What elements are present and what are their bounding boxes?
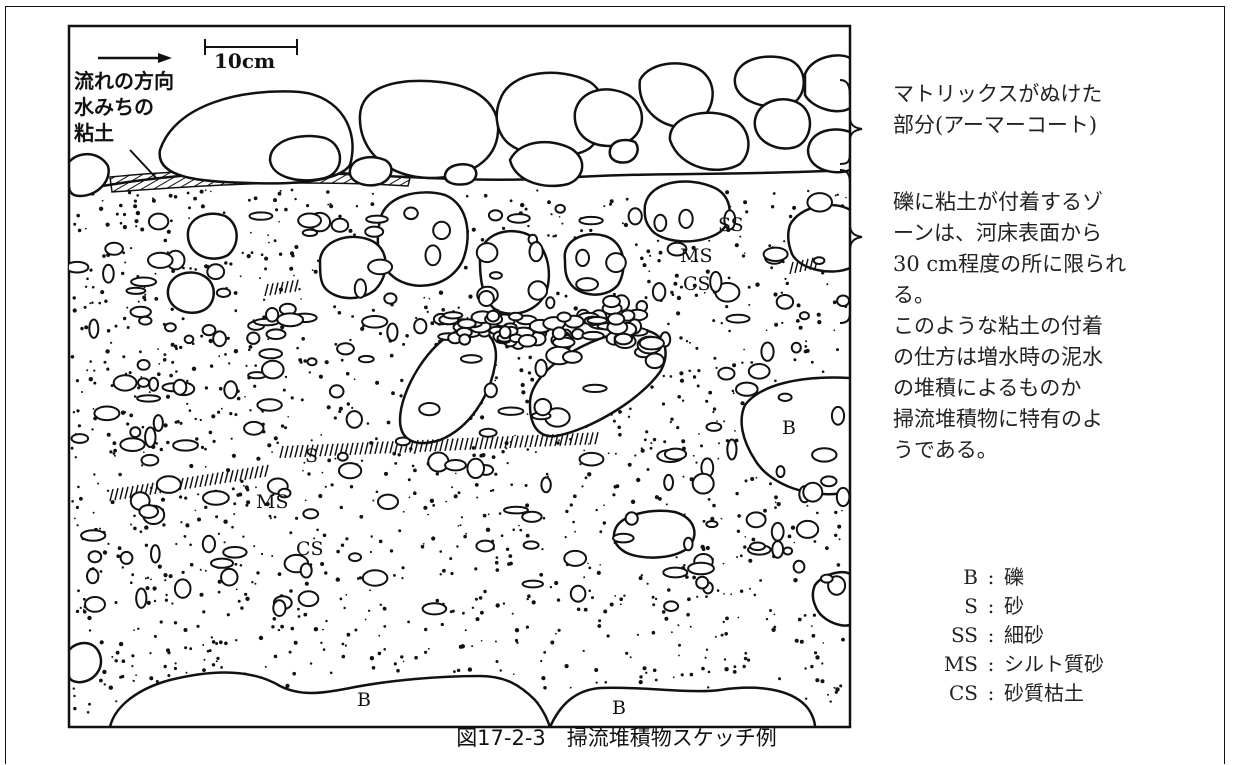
label-ms-upper: MS bbox=[680, 245, 712, 267]
annotation-line: うである。 bbox=[893, 438, 998, 462]
scale-label: 10cm bbox=[214, 49, 275, 73]
annotation-line: 掃流堆積物に特有のよ bbox=[893, 407, 1103, 431]
label-cs-upper: CS bbox=[683, 273, 711, 295]
armor-coat-boulders bbox=[69, 54, 850, 198]
flow-direction-label: 流れの方向 bbox=[74, 69, 174, 93]
bottom-boulders bbox=[108, 671, 817, 727]
annotation-line: る。 bbox=[893, 283, 935, 307]
armor-coat-brace bbox=[839, 79, 863, 165]
annotation-line: の仕方は増水時の泥水 bbox=[893, 345, 1103, 369]
legend-code: B bbox=[963, 565, 978, 589]
clay-zone-brace bbox=[839, 169, 863, 324]
legend-desc: 細砂 bbox=[1004, 623, 1044, 647]
annotation-line: 30 cm程度の所に限られ bbox=[893, 252, 1127, 276]
pebble-band bbox=[69, 192, 850, 617]
label-b-bottom-left: B bbox=[357, 689, 371, 711]
legend-code: MS bbox=[943, 652, 978, 676]
annotation-line: 礫に粘土が付着するゾ bbox=[893, 190, 1103, 214]
legend-row: B:礫 bbox=[930, 563, 1104, 592]
annotation-line: このような粘土の付着 bbox=[893, 314, 1103, 338]
figure-frame bbox=[5, 6, 1225, 764]
label-s: S bbox=[305, 445, 318, 467]
label-ms-lower: MS bbox=[256, 491, 288, 513]
legend-row: MS:シルト質砂 bbox=[930, 650, 1104, 679]
legend: B:礫 S:砂 SS:細砂 MS:シルト質砂 CS:砂質枯土 bbox=[930, 563, 1104, 708]
legend-code: S bbox=[964, 594, 978, 618]
clay-zone-annotation: 礫に粘土が付着するゾ ーンは、河床表面から 30 cm程度の所に限られ る。 こ… bbox=[893, 187, 1126, 466]
clay-label-line2: 粘土 bbox=[74, 121, 114, 145]
legend-desc: シルト質砂 bbox=[1004, 652, 1104, 676]
label-b-bottom-right: B bbox=[612, 697, 626, 719]
figure-caption: 図17-2-3 掃流堆積物スケッチ例 bbox=[456, 726, 777, 750]
armor-coat-annotation: マトリックスがぬけた 部分(アーマーコート) bbox=[893, 79, 1102, 141]
fine-sand-streaks bbox=[109, 256, 819, 502]
label-b-right: B bbox=[782, 417, 796, 439]
legend-row: CS:砂質枯土 bbox=[930, 679, 1104, 708]
annotation-line: マトリックスがぬけた bbox=[893, 82, 1103, 106]
clay-label-line1: 水みちの bbox=[74, 95, 154, 119]
annotation-line: ーンは、河床表面から bbox=[893, 221, 1102, 245]
label-cs-lower: CS bbox=[296, 538, 324, 560]
clay-leader-line bbox=[129, 149, 159, 181]
legend-desc: 礫 bbox=[1004, 565, 1024, 589]
legend-desc: 砂質枯土 bbox=[1004, 681, 1084, 705]
legend-code: SS bbox=[950, 623, 978, 647]
legend-row: S:砂 bbox=[930, 592, 1104, 621]
label-ss: SS bbox=[718, 214, 744, 236]
legend-code: CS bbox=[948, 681, 978, 705]
legend-desc: 砂 bbox=[1004, 594, 1024, 618]
legend-row: SS:細砂 bbox=[930, 621, 1104, 650]
flow-direction-arrow bbox=[98, 53, 172, 63]
scale-bar bbox=[204, 39, 298, 55]
annotation-line: の堆積によるものか bbox=[893, 376, 1082, 400]
annotation-line: 部分(アーマーコート) bbox=[893, 113, 1098, 137]
